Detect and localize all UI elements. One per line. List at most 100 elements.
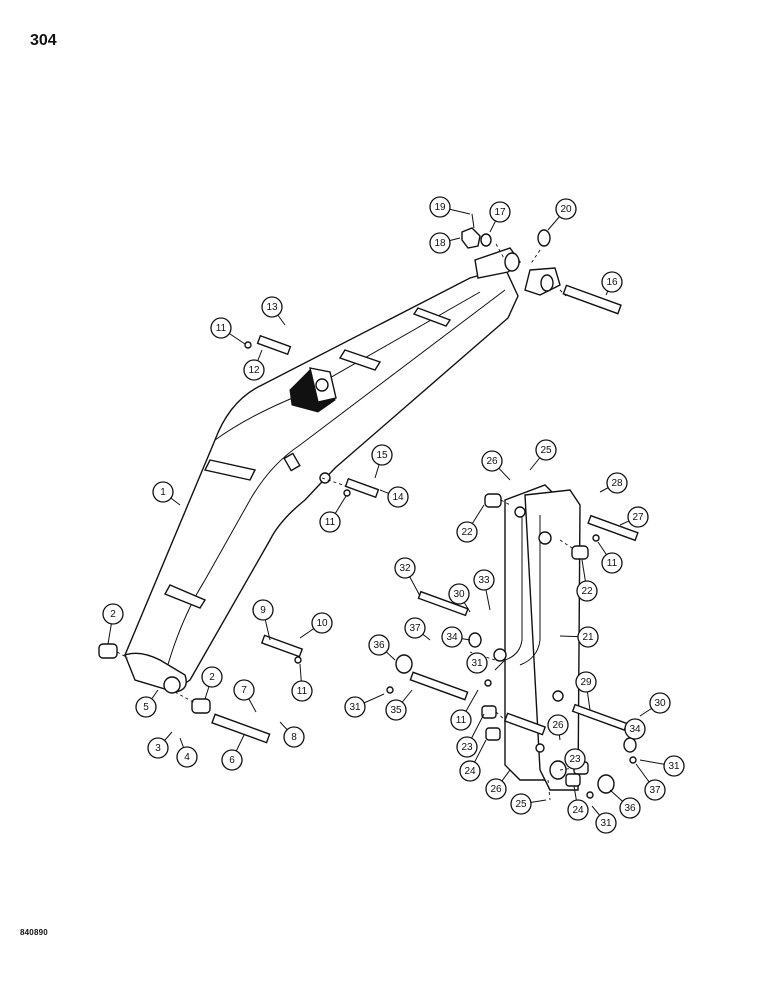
callout-18: 18 (429, 232, 461, 254)
callout-circle (385, 699, 407, 721)
callout-22: 22 (576, 559, 598, 602)
callout-circle (627, 506, 649, 528)
callout-34: 34 (624, 718, 646, 741)
callout-11: 11 (210, 317, 246, 345)
callout-circle (595, 812, 617, 834)
callout-circle (577, 626, 599, 648)
callout-circle (644, 779, 666, 801)
callout-circle (404, 617, 426, 639)
callout-circle (555, 198, 577, 220)
callout-7: 7 (233, 679, 257, 713)
callout-number: 37 (409, 623, 421, 634)
callout-circle (535, 439, 557, 461)
callout-circle (102, 603, 124, 625)
callout-25: 25 (510, 793, 547, 815)
callout-circle (575, 671, 597, 693)
callout-number: 31 (349, 702, 361, 713)
callout-circle (450, 709, 472, 731)
callout-31: 31 (591, 805, 617, 834)
callout-number: 18 (434, 238, 446, 249)
callout-circle (233, 679, 255, 701)
callout-circle (319, 511, 341, 533)
callout-11: 11 (597, 541, 623, 574)
callout-number: 9 (260, 605, 266, 616)
callout-circle (344, 696, 366, 718)
callout-number: 11 (216, 323, 227, 334)
callout-31: 31 (639, 755, 685, 777)
callout-circle (201, 666, 223, 688)
callout-circle (368, 634, 390, 656)
callout-33: 33 (473, 569, 495, 611)
callout-circle (567, 799, 589, 821)
callout-number: 20 (560, 204, 572, 215)
callout-number: 26 (486, 456, 498, 467)
callout-circle (663, 755, 685, 777)
callout-number: 3 (155, 743, 161, 754)
callout-number: 28 (611, 478, 623, 489)
callout-circle (489, 201, 511, 223)
callout-number: 27 (632, 512, 644, 523)
callout-number: 15 (376, 450, 388, 461)
callout-number: 22 (461, 527, 473, 538)
callout-circle (601, 552, 623, 574)
callout-number: 30 (654, 698, 666, 709)
callout-circle (510, 793, 532, 815)
callout-2: 2 (102, 603, 124, 645)
callout-23: 23 (564, 748, 586, 770)
callout-15: 15 (371, 444, 393, 479)
callout-number: 25 (515, 799, 527, 810)
callout-circle (176, 746, 198, 768)
callout-circle (252, 599, 274, 621)
callout-number: 8 (291, 732, 297, 743)
callout-circle (485, 778, 507, 800)
callout-22: 22 (456, 504, 485, 543)
callout-number: 23 (569, 754, 581, 765)
callout-number: 31 (668, 761, 680, 772)
callout-circle (394, 557, 416, 579)
callout-circle (649, 692, 671, 714)
callout-circle (221, 749, 243, 771)
callout-31: 31 (466, 652, 488, 674)
callout-6: 6 (221, 734, 245, 771)
callout-number: 33 (478, 575, 490, 586)
callout-number: 12 (248, 365, 260, 376)
page-number: 304 (30, 32, 57, 49)
callout-circle (448, 583, 470, 605)
callout-37: 37 (635, 763, 666, 801)
callout-circle (601, 271, 623, 293)
callout-number: 23 (461, 742, 473, 753)
callout-13: 13 (261, 296, 286, 326)
callout-11: 11 (450, 689, 479, 731)
callout-circle (624, 718, 646, 740)
boom (124, 247, 561, 694)
callout-24: 24 (459, 739, 487, 782)
callout-number: 29 (580, 677, 592, 688)
callout-circle (311, 612, 333, 634)
callout-25: 25 (529, 439, 557, 471)
callout-circle (456, 521, 478, 543)
callout-number: 13 (266, 302, 278, 313)
callout-number: 14 (392, 492, 404, 503)
callout-number: 1 (160, 487, 166, 498)
figure-code: 840890 (20, 928, 48, 937)
callout-10: 10 (299, 612, 333, 639)
callout-circle (261, 296, 283, 318)
callout-number: 31 (471, 658, 483, 669)
callout-30: 30 (448, 583, 471, 613)
callout-11: 11 (319, 495, 347, 533)
callout-number: 11 (607, 558, 618, 569)
callout-circle (135, 696, 157, 718)
callout-number: 37 (649, 785, 661, 796)
callout-circle (291, 680, 313, 702)
callout-number: 10 (316, 618, 328, 629)
callout-number: 34 (629, 724, 641, 735)
callout-29: 29 (575, 671, 597, 711)
callout-number: 24 (464, 766, 476, 777)
callout-26: 26 (481, 450, 511, 481)
callout-number: 32 (399, 563, 411, 574)
callout-circle (481, 450, 503, 472)
callout-number: 6 (229, 755, 235, 766)
callout-number: 4 (184, 752, 190, 763)
callout-circle (243, 359, 265, 381)
